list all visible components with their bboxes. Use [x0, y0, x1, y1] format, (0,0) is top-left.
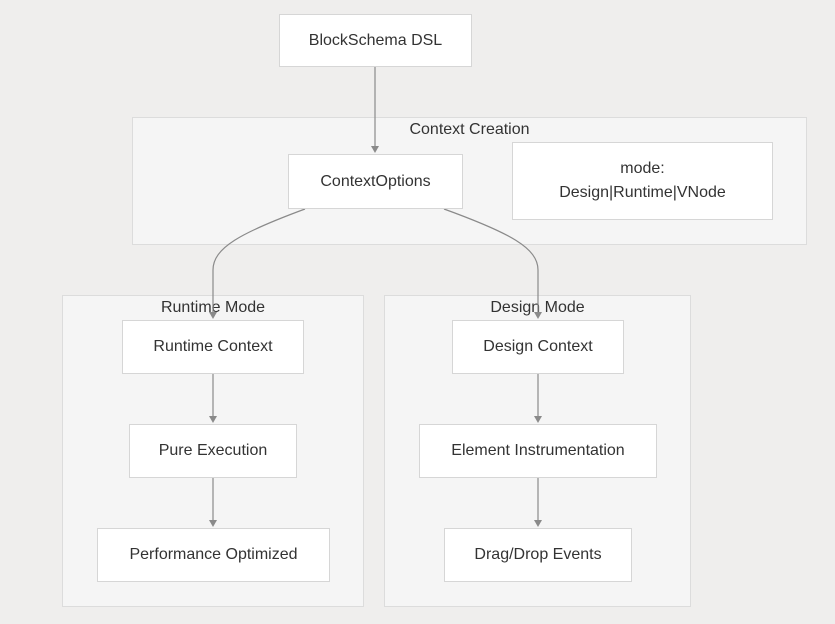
node-label-mode-line1: mode: — [620, 160, 665, 177]
node-performance-optimized: Performance Optimized — [97, 528, 330, 582]
node-label-runtime-context: Runtime Context — [153, 338, 273, 355]
node-label-mode-line2: Design|Runtime|VNode — [559, 184, 726, 201]
node-element-instrumentation: Element Instrumentation — [419, 424, 657, 478]
arrowhead-dragdrop — [534, 520, 542, 527]
node-label-blockschema-dsl: BlockSchema DSL — [308, 31, 443, 49]
node-runtime-context: Runtime Context — [122, 320, 304, 374]
node-label-performance-optimized: Performance Optimized — [129, 546, 298, 563]
node-label-design-context: Design Context — [483, 338, 593, 355]
node-label-pure-execution: Pure Execution — [158, 442, 268, 459]
edge-options-to-design-context — [443, 208, 539, 312]
arrowhead-runtime-context — [209, 312, 217, 319]
node-label-context-options: ContextOptions — [320, 172, 431, 190]
arrowhead-pure-execution — [209, 416, 217, 423]
arrowhead-performance — [209, 520, 217, 527]
node-drag-drop-events: Drag/Drop Events — [444, 528, 632, 582]
node-label-drag-drop-events: Drag/Drop Events — [474, 546, 602, 563]
node-blockschema-dsl: BlockSchema DSL — [279, 14, 472, 67]
arrowhead-instrumentation — [534, 416, 542, 423]
arrowhead-options — [371, 146, 379, 153]
edge-options-to-runtime-context — [212, 208, 306, 312]
arrowhead-design-context — [534, 312, 542, 319]
node-mode: mode: Design|Runtime|VNode — [512, 142, 773, 220]
node-design-context: Design Context — [452, 320, 624, 374]
node-context-options: ContextOptions — [288, 154, 463, 209]
node-pure-execution: Pure Execution — [129, 424, 297, 478]
node-label-element-instrumentation: Element Instrumentation — [451, 442, 625, 459]
cluster-title-context-creation: Context Creation — [409, 121, 530, 138]
